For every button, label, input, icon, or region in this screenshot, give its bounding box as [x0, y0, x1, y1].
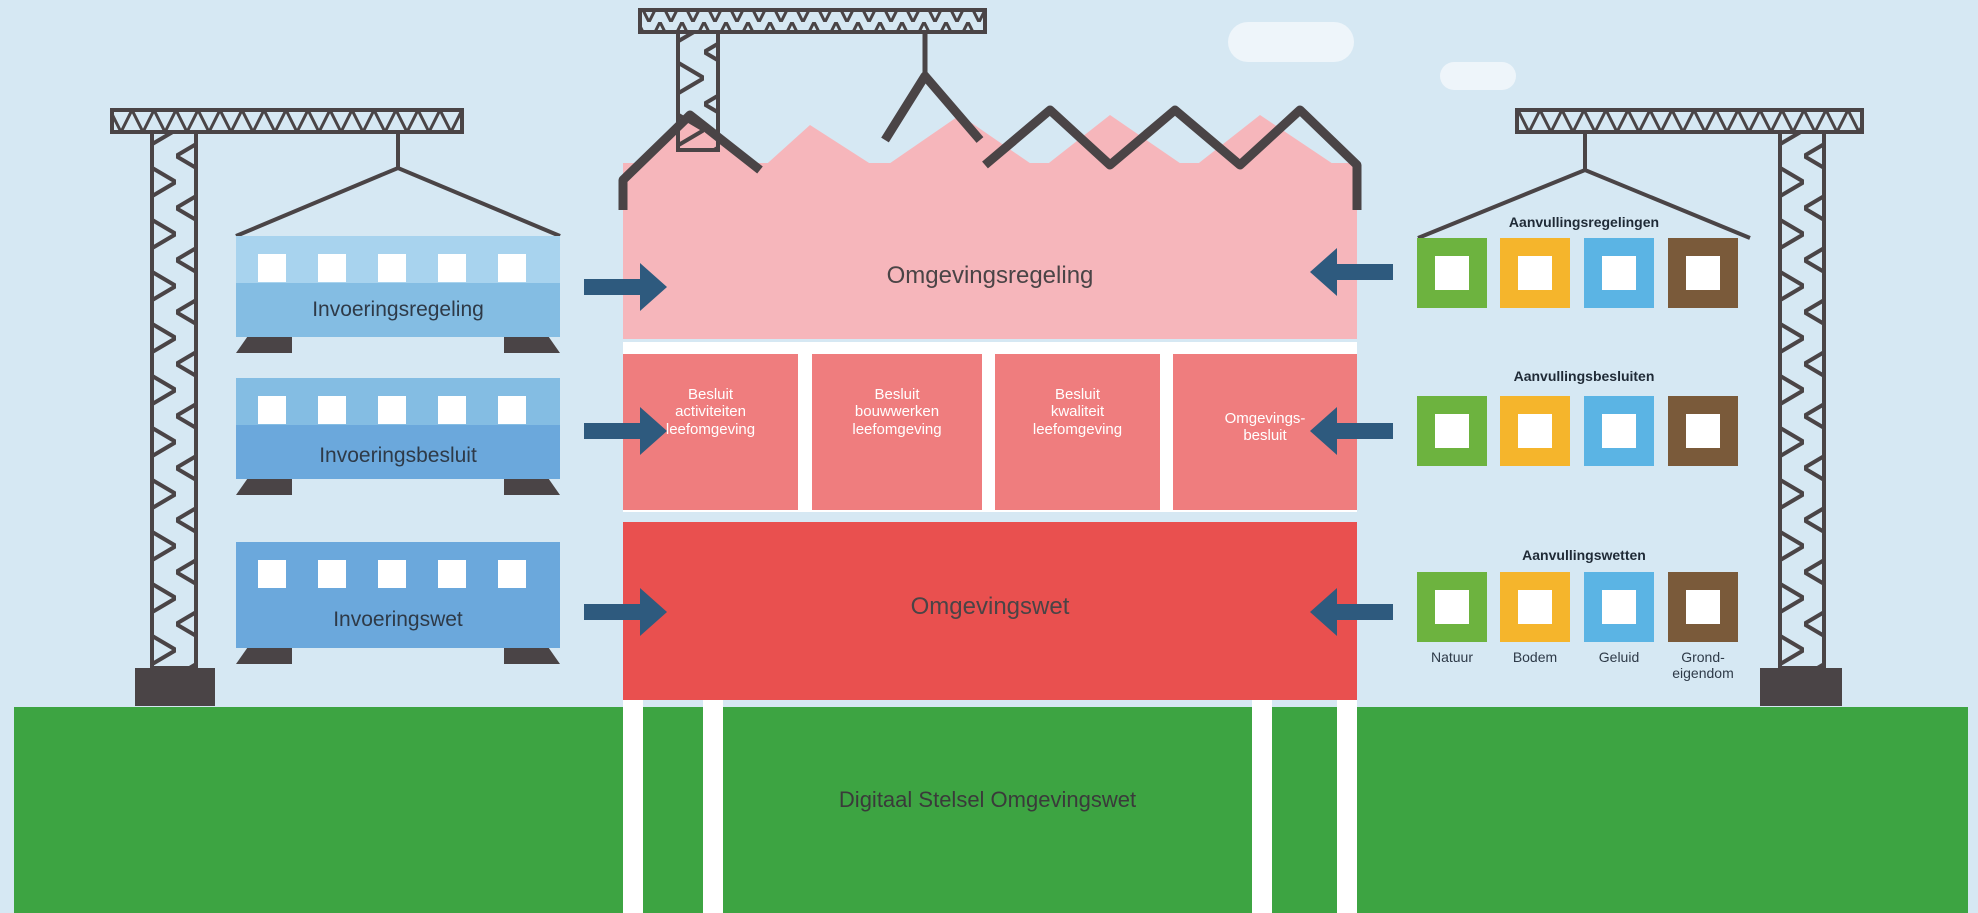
window: [318, 396, 346, 424]
stilt: [703, 700, 723, 913]
wagon-invoeringsregeling: Invoeringsregeling: [236, 236, 560, 353]
arrow-left: [1310, 588, 1393, 636]
aanvullingswetten-title: Aanvullingswetten: [1522, 547, 1646, 563]
window: [498, 560, 526, 588]
middle-cell-3: [995, 354, 1160, 510]
middle-cell-2: [812, 354, 982, 510]
wagon-invoeringswet: Invoeringswet: [236, 542, 560, 664]
omgevingsbesluit-label: Omgevings-besluit: [1224, 410, 1306, 445]
invoeringsbesluit-label: Invoeringsbesluit: [319, 444, 477, 467]
natuur-label: Natuur: [1430, 649, 1474, 665]
window: [258, 396, 286, 424]
bodem-label: Bodem: [1512, 649, 1558, 665]
window: [498, 254, 526, 282]
crane-right-mast: [1778, 130, 1826, 670]
grondeigendom-block: [1668, 238, 1738, 308]
geluid-label: Geluid: [1598, 649, 1640, 665]
roof-outline: [618, 110, 763, 210]
arrow-left: [1310, 248, 1393, 296]
window: [438, 560, 466, 588]
wagon-invoeringsbesluit: Invoeringsbesluit: [236, 378, 560, 495]
crane-right-base: [1760, 668, 1842, 706]
window: [258, 254, 286, 282]
window: [318, 560, 346, 588]
window: [438, 396, 466, 424]
bodem-block: [1500, 396, 1570, 466]
arrow-right: [584, 407, 667, 455]
window: [258, 560, 286, 588]
bodem-block: [1500, 238, 1570, 308]
roof-pink: [623, 115, 1357, 180]
top-floor: [623, 163, 1357, 339]
natuur-block: [1417, 396, 1487, 466]
geluid-block: [1584, 238, 1654, 308]
window: [378, 254, 406, 282]
natuur-block: [1417, 572, 1487, 642]
stilt: [1252, 700, 1272, 913]
crane-top-mast: [676, 30, 720, 152]
grondeigendom-block: [1668, 396, 1738, 466]
natuur-block: [1417, 238, 1487, 308]
arrow-left: [1310, 407, 1393, 455]
grondeigendom-label: Grond-eigendom: [1672, 649, 1734, 682]
crane-left-jib: [110, 108, 464, 134]
crane-right-jib: [1515, 108, 1864, 134]
grondeigendom-block: [1668, 572, 1738, 642]
crane-left-mast: [150, 130, 198, 670]
crane-left-base: [135, 668, 215, 706]
window: [438, 254, 466, 282]
omgevingswet-label: Omgevingswet: [910, 593, 1070, 620]
bodem-block: [1500, 572, 1570, 642]
arrow-right: [584, 588, 667, 636]
crane-top-jib: [638, 8, 987, 34]
bottom-floor: [623, 522, 1357, 700]
aanvullingsregelingen-title: Aanvullingsregelingen: [1508, 214, 1660, 230]
stilt: [623, 700, 643, 913]
geluid-block: [1584, 396, 1654, 466]
ground: [14, 707, 1968, 913]
invoeringsregeling-label: Invoeringsregeling: [312, 298, 484, 321]
omgevingsregeling-label: Omgevingsregeling: [886, 262, 1094, 289]
geluid-block: [1584, 572, 1654, 642]
window: [318, 254, 346, 282]
invoeringswet-label: Invoeringswet: [333, 608, 463, 631]
window: [498, 396, 526, 424]
roof-outline: [982, 105, 1362, 210]
digitaal-stelsel-label: Digitaal Stelsel Omgevingswet: [838, 787, 1137, 812]
window: [378, 396, 406, 424]
arrow-right: [584, 263, 667, 311]
cloud: [1440, 62, 1516, 90]
cloud: [1228, 22, 1354, 62]
window: [378, 560, 406, 588]
aanvullingsbesluiten-title: Aanvullingsbesluiten: [1513, 368, 1655, 384]
stilt: [1337, 700, 1357, 913]
